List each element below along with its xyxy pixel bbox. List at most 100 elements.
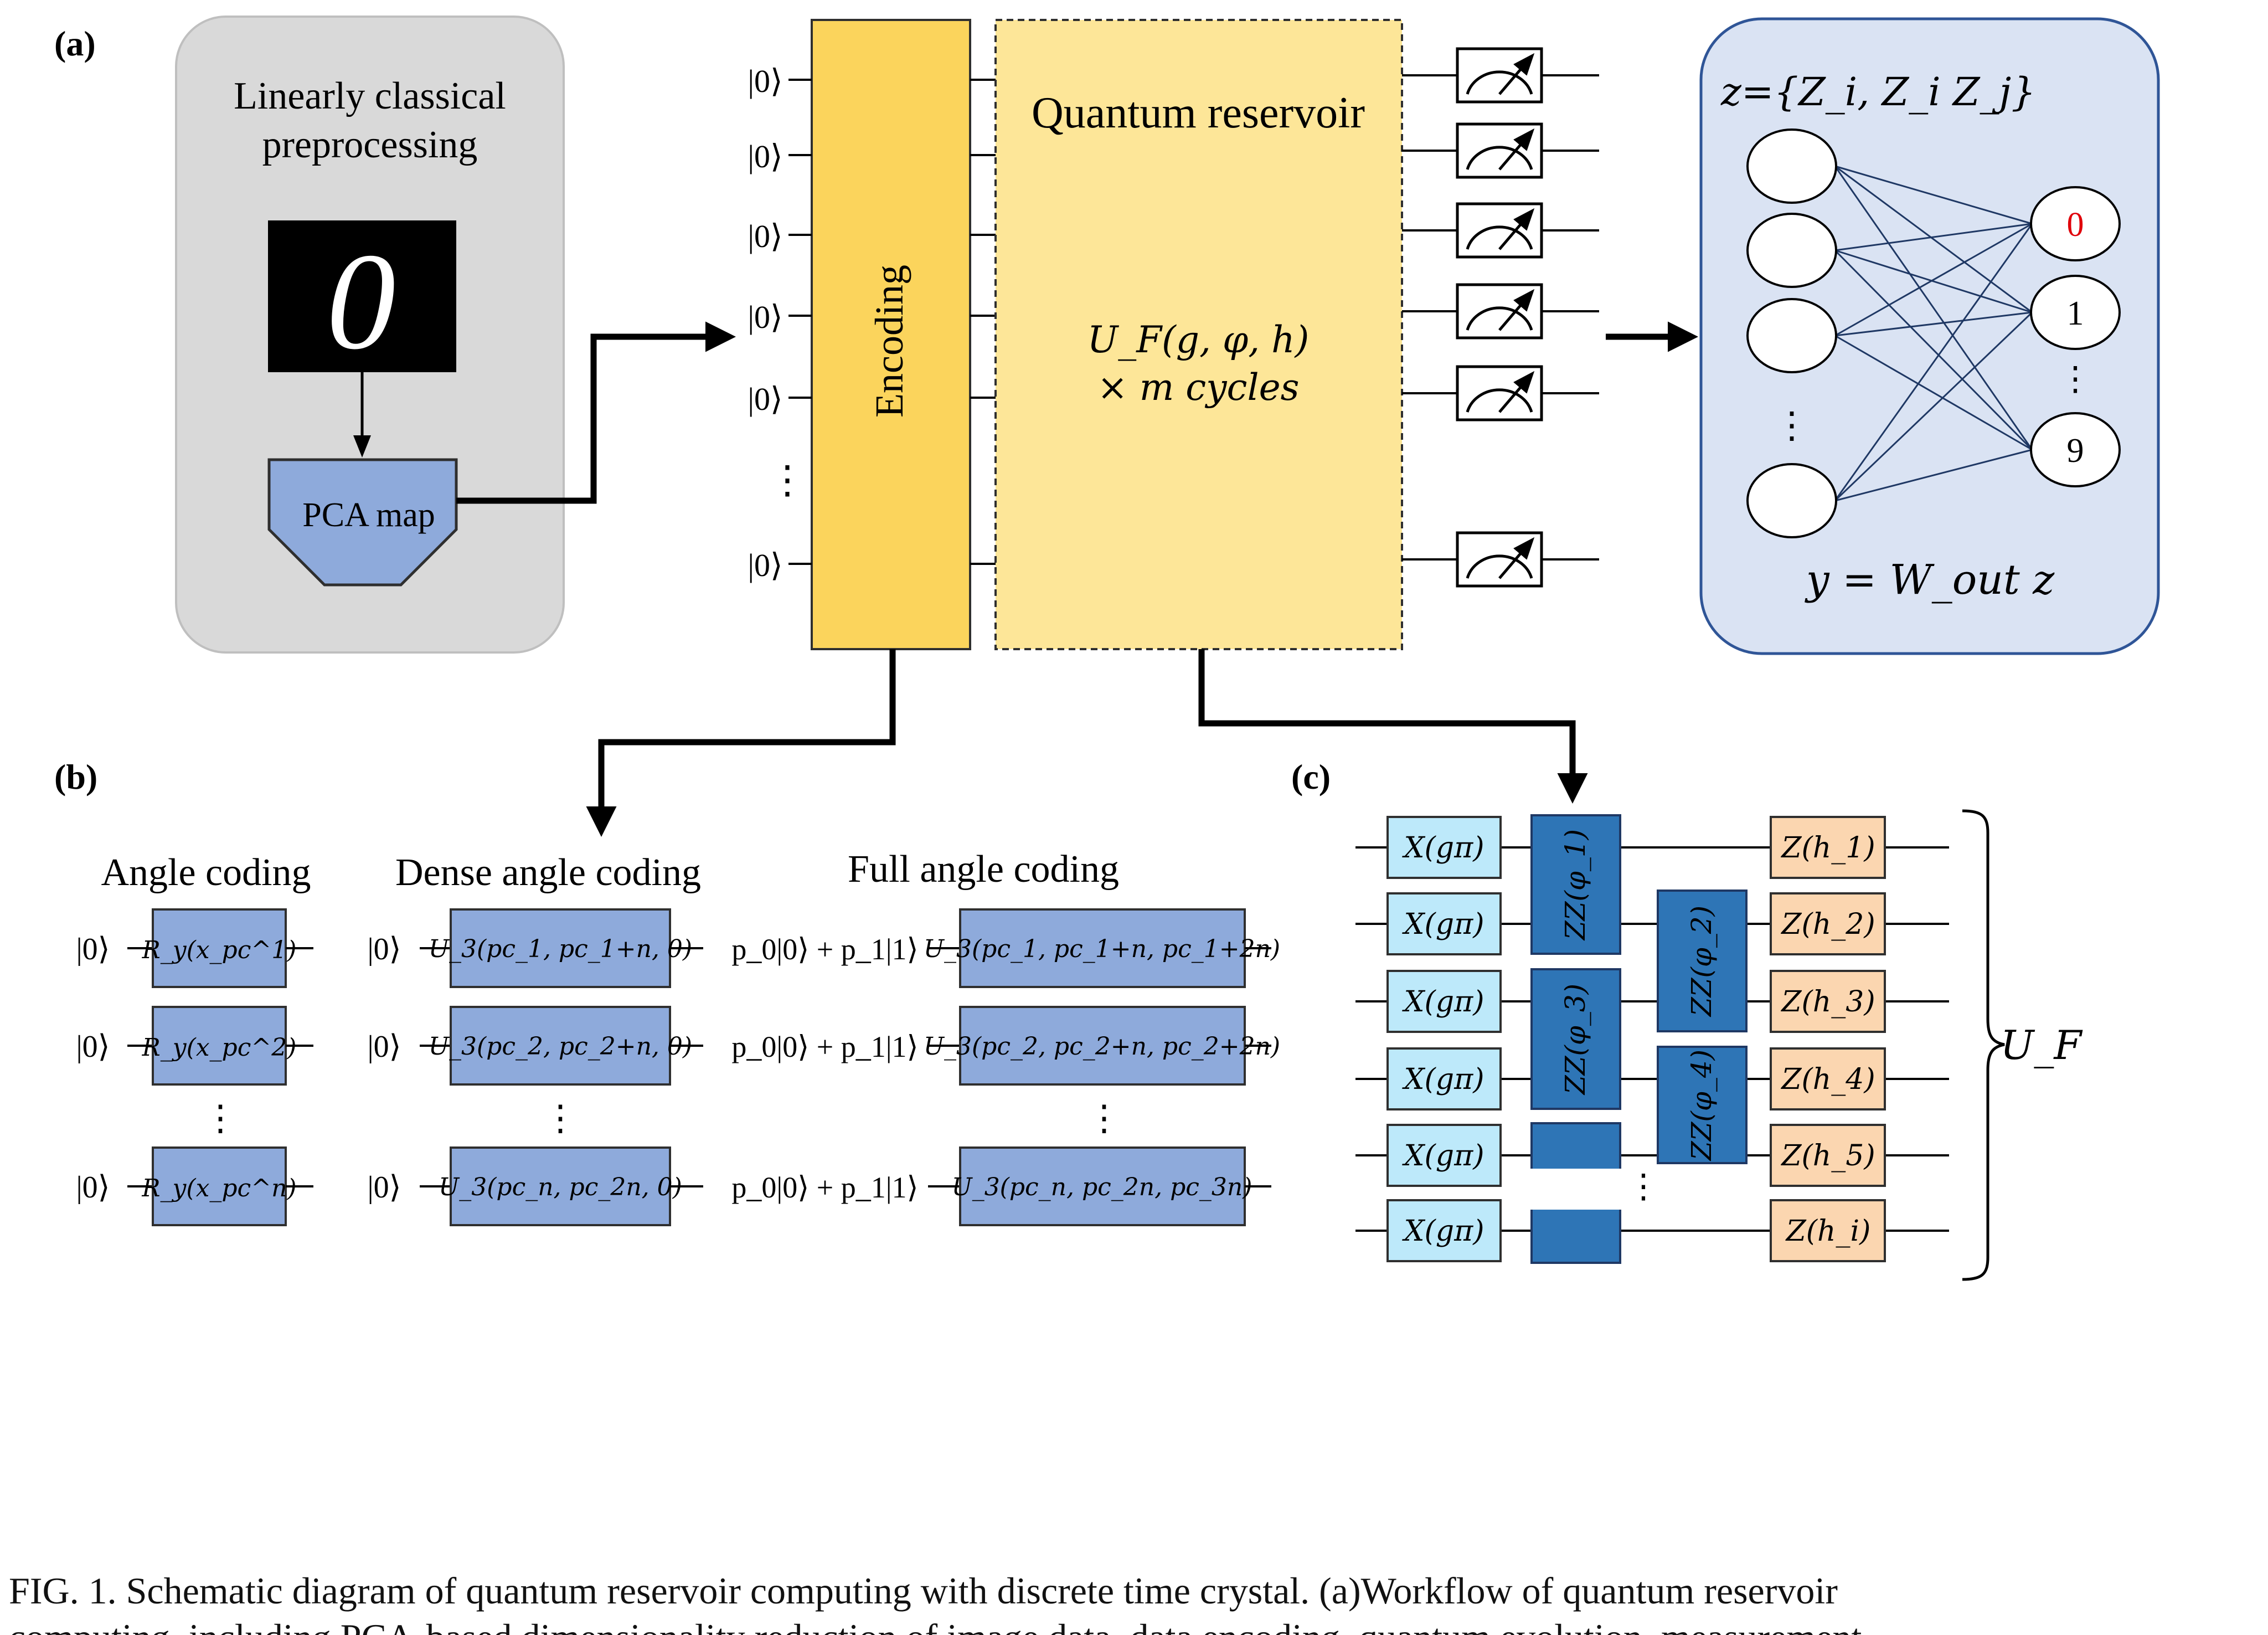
measurement-meter-icon [1456,47,1543,104]
pca-map-label: PCA map [302,496,435,534]
encoding-wires [788,79,996,565]
angle-coding-vdots: ⋮ [203,1098,238,1138]
input-node [1746,298,1837,373]
x-rotation-gate-label: X(gπ) [1401,908,1484,941]
dense-coding-gate [450,1146,671,1226]
input-node [1746,213,1837,288]
measurement-meter-icon [1456,365,1543,421]
full-angle-coding-title: Full angle coding [848,848,1119,891]
readout-network: 0 1 9 [1746,128,2121,538]
panel-b-circuits: |0⟩ R_y(x_pc^1) |0⟩ U_3(pc_1, pc_1+n, 0) p_0… [76,908,1280,1226]
dense-angle-coding-title: Dense angle coding [395,851,701,894]
angle-coding-gate-label: R_y(x_pc^2) [142,1034,297,1062]
dense-coding-vdots: ⋮ [543,1098,578,1138]
dense-coding-input-ket: |0⟩ [367,1030,401,1064]
measurement-meter-icon [1456,531,1543,588]
mnist-digit-image [268,220,456,372]
full-coding-input-state: p_0|0⟩ + p_1|1⟩ [731,1030,918,1063]
panel-c-vdots: ⋮ [1627,1168,1660,1205]
arrow-pca-to-encoding [456,321,736,504]
full-coding-gate [959,1006,1246,1086]
zz-gate-gap [1528,1169,1623,1210]
pca-map-block [267,458,458,587]
encoding-block [811,19,971,650]
z-field-gate [1770,816,1886,879]
caption-line-1: FIG. 1. Schematic diagram of quantum res… [9,1570,1838,1612]
reservoir-operator: U_F(g, φ, h) [1087,318,1310,361]
measurement-meter-icon [1456,202,1543,259]
x-rotation-gate-label: X(gπ) [1401,1139,1484,1173]
dense-coding-gate-label: U_3(pc_2, pc_2+n, 0) [429,1032,692,1061]
zz-coupling-gate-label: ZZ(φ_4) [1685,1050,1718,1161]
zz-coupling-gate-label: ZZ(φ_2) [1685,906,1718,1017]
z-field-gate [1770,970,1886,1033]
uf-brace [1962,809,2005,1281]
full-coding-input-state: p_0|0⟩ + p_1|1⟩ [731,933,918,966]
readout-panel: z={Z_i, Z_i Z_j} 019 ⋮ ⋮ y = W_out z [1699,17,2160,655]
encoding-label: Encoding [867,265,911,418]
panel-label-c: (c) [1291,757,1331,796]
z-field-gate-label: Z(h_i) [1785,1215,1871,1248]
qubit-vdots: ⋮ [768,459,807,502]
arrow-reservoir-to-c [1198,649,1588,804]
angle-coding-gate [152,908,287,988]
x-rotation-gate [1386,1199,1502,1262]
qubit-ket-zero: |0⟩ [748,138,782,174]
measurement-meter-icon [1456,122,1543,179]
output-node-label: 9 [2067,432,2084,470]
full-coding-gate-label: U_3(pc_2, pc_2+n, pc_2+2n) [924,1032,1280,1061]
z-field-gate-label: Z(h_1) [1780,831,1875,865]
x-rotation-gate [1386,816,1502,879]
panel-label-a: (a) [54,24,96,63]
zz-coupling-gate [1530,814,1621,955]
zz-coupling-gate-label: ZZ(φ_3) [1559,984,1591,1096]
qubit-ket-zero: |0⟩ [748,381,782,417]
dense-coding-input-ket: |0⟩ [367,1170,401,1205]
qubit-ket-zero: |0⟩ [748,299,782,335]
zz-coupling-gate-label: ZZ(φ_1) [1559,829,1591,941]
output-node [2030,275,2121,350]
z-field-gate-label: Z(h_3) [1780,985,1875,1019]
panel-c-circuit: X(gπ)Z(h_1)X(gπ)Z(h_2)X(gπ)Z(h_3)X(gπ)Z(… [1355,814,1949,1264]
reservoir-title: Quantum reservoir [1032,89,1365,137]
preprocessing-box: Linearly classical preprocessing 0 PCA m… [175,16,565,654]
preprocess-title-line1: Linearly classical [234,75,506,117]
uf-brace-label: U_F [2001,1022,2084,1068]
x-rotation-gate [1386,1124,1502,1187]
angle-coding-input-ket: |0⟩ [76,1030,110,1064]
angle-coding-title: Angle coding [101,851,311,894]
z-field-gate-label: Z(h_5) [1780,1139,1875,1173]
preprocess-title-line2: preprocessing [262,124,478,166]
full-coding-gate [959,1146,1246,1226]
angle-coding-gate [152,1146,287,1226]
x-rotation-gate [1386,892,1502,955]
output-node-label: 0 [2067,206,2084,244]
full-coding-gate-label: U_3(pc_n, pc_2n, pc_3n) [952,1173,1252,1201]
measurement-meters [1402,47,1599,588]
z-field-gate [1770,1199,1886,1262]
measurement-meter-icon [1456,283,1543,340]
arrow-encoding-to-b [586,649,896,837]
x-rotation-gate [1386,1047,1502,1110]
input-node-vdots: ⋮ [1774,405,1810,446]
x-rotation-gate [1386,970,1502,1033]
qubit-ket-zero: |0⟩ [748,63,782,99]
x-rotation-gate-label: X(gπ) [1401,985,1484,1019]
dense-coding-gate-label: U_3(pc_1, pc_1+n, 0) [429,935,692,963]
angle-coding-input-ket: |0⟩ [76,1170,110,1205]
readout-formula: y = W_out z [1805,556,2055,604]
output-node-label: 1 [2067,295,2084,332]
dense-coding-gate [450,1006,671,1086]
angle-coding-gate-label: R_y(x_pc^1) [142,936,297,964]
zz-coupling-gate [1657,890,1748,1032]
x-rotation-gate-label: X(gπ) [1401,1063,1484,1096]
full-coding-gate-label: U_3(pc_1, pc_1+n, pc_1+2n) [924,935,1280,963]
output-node-vdots: ⋮ [2059,361,2092,397]
panel-label-b: (b) [54,757,97,796]
angle-coding-input-ket: |0⟩ [76,932,110,966]
full-coding-vdots: ⋮ [1086,1098,1122,1138]
input-node [1746,463,1837,538]
x-rotation-gate-label: X(gπ) [1401,831,1484,865]
output-node [2030,412,2121,487]
angle-coding-gate [152,1006,287,1086]
